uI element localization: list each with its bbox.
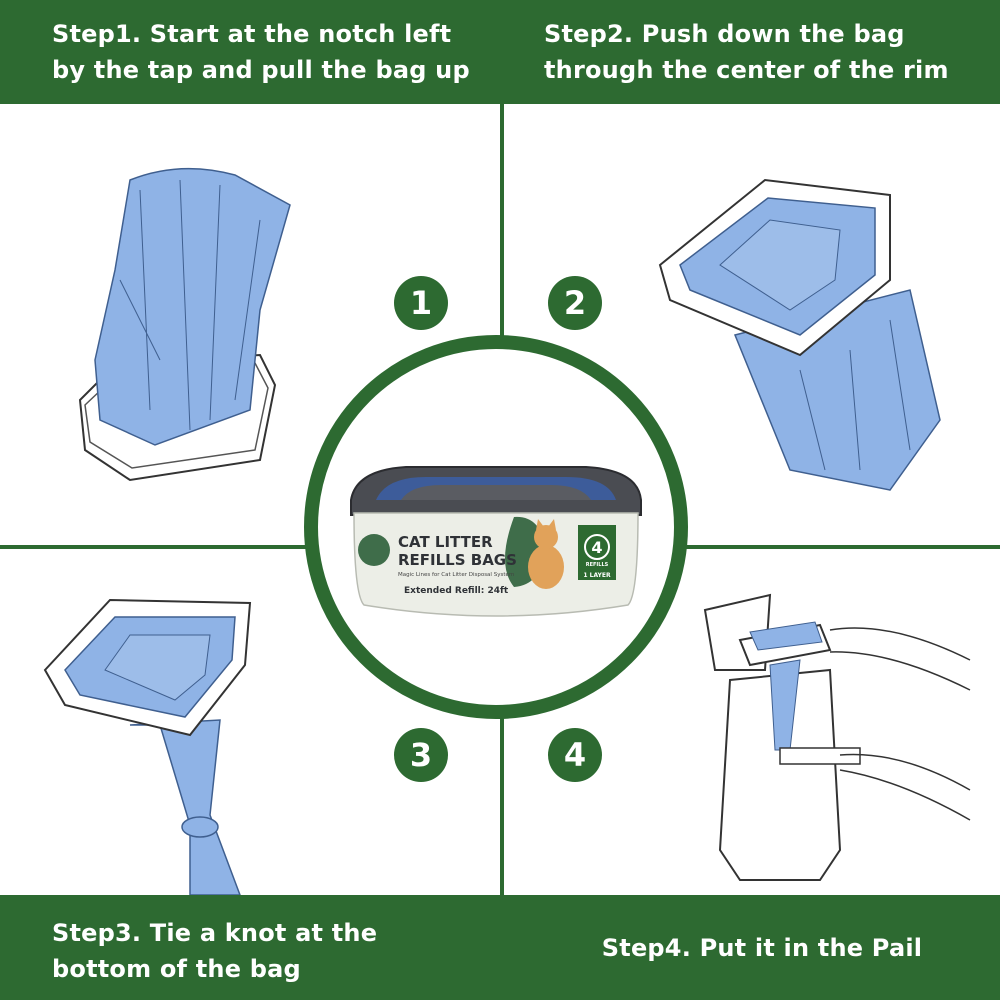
step2-illustration [658, 178, 941, 491]
product-layer-label: 1 LAYER [583, 572, 611, 579]
product-title-line2: REFILLS BAGS [398, 551, 517, 569]
step1-banner: Step1. Start at the notch left by the ta… [0, 0, 500, 104]
step3-text: Step3. Tie a knot at the bottom of the b… [52, 919, 378, 983]
step1-illustration [78, 167, 291, 482]
step3-banner: Step3. Tie a knot at the bottom of the b… [0, 895, 500, 1000]
product-count-label: REFILLS [586, 562, 609, 568]
step4-banner: Step4. Put it in the Pail [504, 895, 1000, 1000]
step3-illustration [43, 598, 252, 895]
step1-number-badge: 1 [394, 276, 448, 330]
product-title-line1: CAT LITTER [398, 533, 493, 551]
step2-number-badge: 2 [548, 276, 602, 330]
step3-number-badge: 3 [394, 728, 448, 782]
product-package: 4 REFILLS 1 LAYER CAT LITTER REFILLS BAG… [350, 466, 642, 617]
product-subtitle: Magic Lines for Cat Litter Disposal Syst… [398, 572, 514, 578]
product-extended-refill: Extended Refill: 24ft [404, 586, 509, 596]
step2-text: Step2. Push down the bag through the cen… [544, 20, 949, 84]
product-count: 4 [591, 538, 602, 557]
step4-number-badge: 4 [548, 728, 602, 782]
step4-text: Step4. Put it in the Pail [601, 933, 923, 962]
step1-text: Step1. Start at the notch left by the ta… [52, 20, 470, 84]
step4-illustration [703, 593, 971, 881]
step2-banner: Step2. Push down the bag through the cen… [504, 0, 1000, 104]
